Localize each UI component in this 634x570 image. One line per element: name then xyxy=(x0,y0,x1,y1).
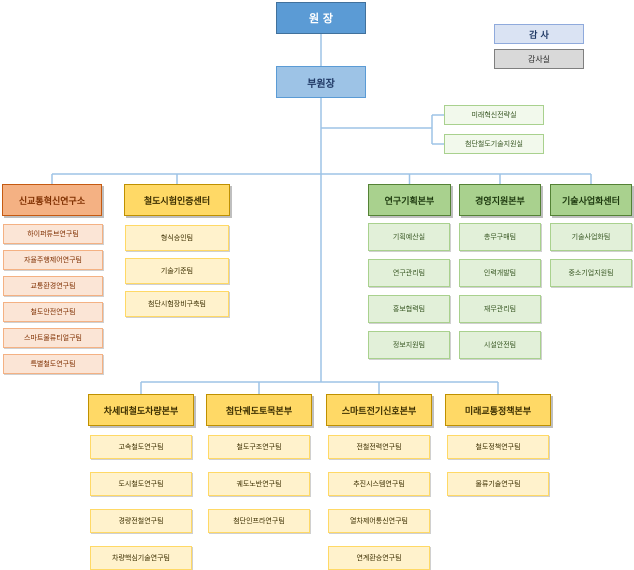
division-header: 스마트전기신호본부 xyxy=(326,394,432,426)
division-header: 기술사업화센터 xyxy=(550,184,632,216)
team-box: 기획예산실 xyxy=(368,223,450,251)
team-box: 궤도노반연구팀 xyxy=(208,472,310,496)
team-box: 경량전철연구팀 xyxy=(90,509,192,533)
team-box: 고속철도연구팀 xyxy=(90,435,192,459)
division-header: 경영지원본부 xyxy=(459,184,541,216)
division-header: 철도시험인증센터 xyxy=(124,184,230,216)
team-box: 스마트물류티얼구팀 xyxy=(3,328,103,348)
team-box: 기술기준팀 xyxy=(125,258,229,284)
team-box: 열차제어통신연구팀 xyxy=(328,509,430,533)
team-box: 도시철도연구팀 xyxy=(90,472,192,496)
division-header: 차세대철도차량본부 xyxy=(88,394,194,426)
team-box: 기술사업화팀 xyxy=(550,223,632,251)
team-box: 첨단인프라연구팀 xyxy=(208,509,310,533)
division-header: 연구기획본부 xyxy=(368,184,451,216)
team-box: 하이퍼튜브연구팀 xyxy=(3,224,103,244)
team-box: 총무구매팀 xyxy=(459,223,541,251)
team-box: 철도안전연구팀 xyxy=(3,302,103,322)
audit-office-box: 감사실 xyxy=(494,49,584,69)
team-box: 교통환경연구팀 xyxy=(3,276,103,296)
staff-office-box: 미래혁신전략실 xyxy=(444,105,544,125)
team-box: 재무관리팀 xyxy=(459,295,541,323)
team-box: 자율주행제어연구팀 xyxy=(3,250,103,270)
team-box: 물류기술연구팀 xyxy=(447,472,549,496)
team-box: 연구관리팀 xyxy=(368,259,450,287)
division-header: 미래교통정책본부 xyxy=(445,394,551,426)
team-box: 추진시스템연구팀 xyxy=(328,472,430,496)
team-box: 차량핵심기술연구팀 xyxy=(90,546,192,570)
team-box: 철도구조연구팀 xyxy=(208,435,310,459)
team-box: 정보지원팀 xyxy=(368,331,450,359)
team-box: 특별철도연구팀 xyxy=(3,354,103,374)
staff-office-box: 첨단철도기술지원실 xyxy=(444,134,544,154)
team-box: 홍보협력팀 xyxy=(368,295,450,323)
team-box: 연계환승연구팀 xyxy=(328,546,430,570)
team-box: 중소기업지원팀 xyxy=(550,259,632,287)
team-box: 형식승인팀 xyxy=(125,225,229,251)
team-box: 첨단시험장비구축팀 xyxy=(125,291,229,317)
division-header: 첨단궤도토목본부 xyxy=(206,394,312,426)
team-box: 전철전력연구팀 xyxy=(328,435,430,459)
team-box: 인력개발팀 xyxy=(459,259,541,287)
president-box: 원 장 xyxy=(276,2,366,34)
vice-president-box: 부원장 xyxy=(276,66,366,98)
team-box: 철도정책연구팀 xyxy=(447,435,549,459)
team-box: 시설안전팀 xyxy=(459,331,541,359)
division-header: 신교통혁신연구소 xyxy=(2,184,102,216)
auditor-box: 감 사 xyxy=(494,24,584,44)
